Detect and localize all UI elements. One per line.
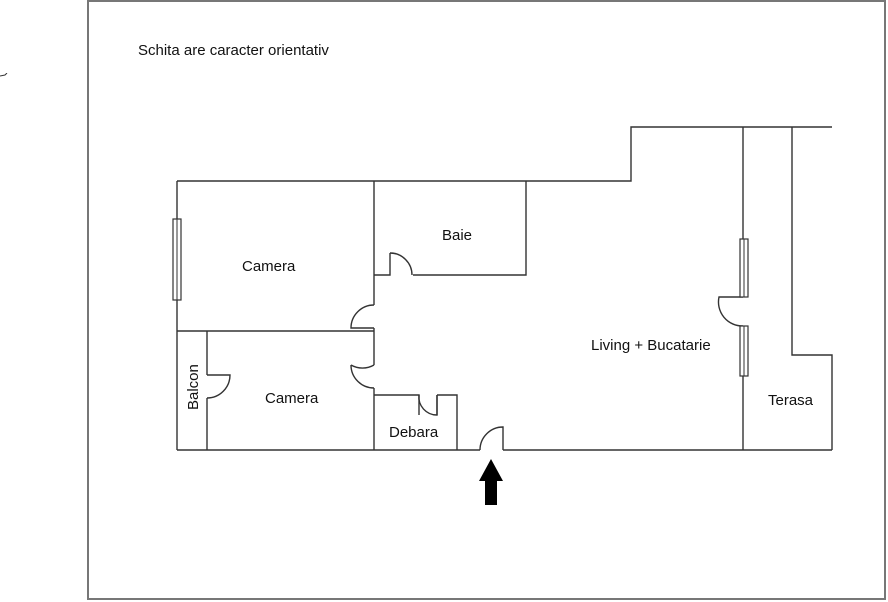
room-label-terasa: Terasa [768,392,814,409]
room-label-debara: Debara [389,424,439,441]
stray-mark [0,64,8,77]
door-balcon-arc [206,374,231,399]
room-label-balcon: Balcon [185,364,202,410]
wall-baie-bottom-right [413,181,527,276]
room-label-baie: Baie [442,227,472,244]
room-label-living: Living + Bucatarie [591,337,711,354]
wall-top [177,126,832,182]
wall-debara-top [374,394,420,415]
door-camera1-arc [350,304,375,329]
door-camera2-arc [350,364,375,389]
door-debara-arc [418,394,438,416]
door-terasa-arc [717,296,744,327]
room-label-camera-1: Camera [242,258,296,275]
door-entrance-arc [479,426,504,451]
wall-debara-right [437,394,458,450]
entrance-arrow-icon [479,459,503,505]
wall-baie-bottom-left [374,253,391,276]
disclaimer-note: Schita are caracter orientativ [138,42,329,59]
drawing-frame [87,0,886,600]
wall-right-upper [791,127,833,450]
door-baie-arc [389,252,413,276]
room-label-camera-2: Camera [265,390,319,407]
